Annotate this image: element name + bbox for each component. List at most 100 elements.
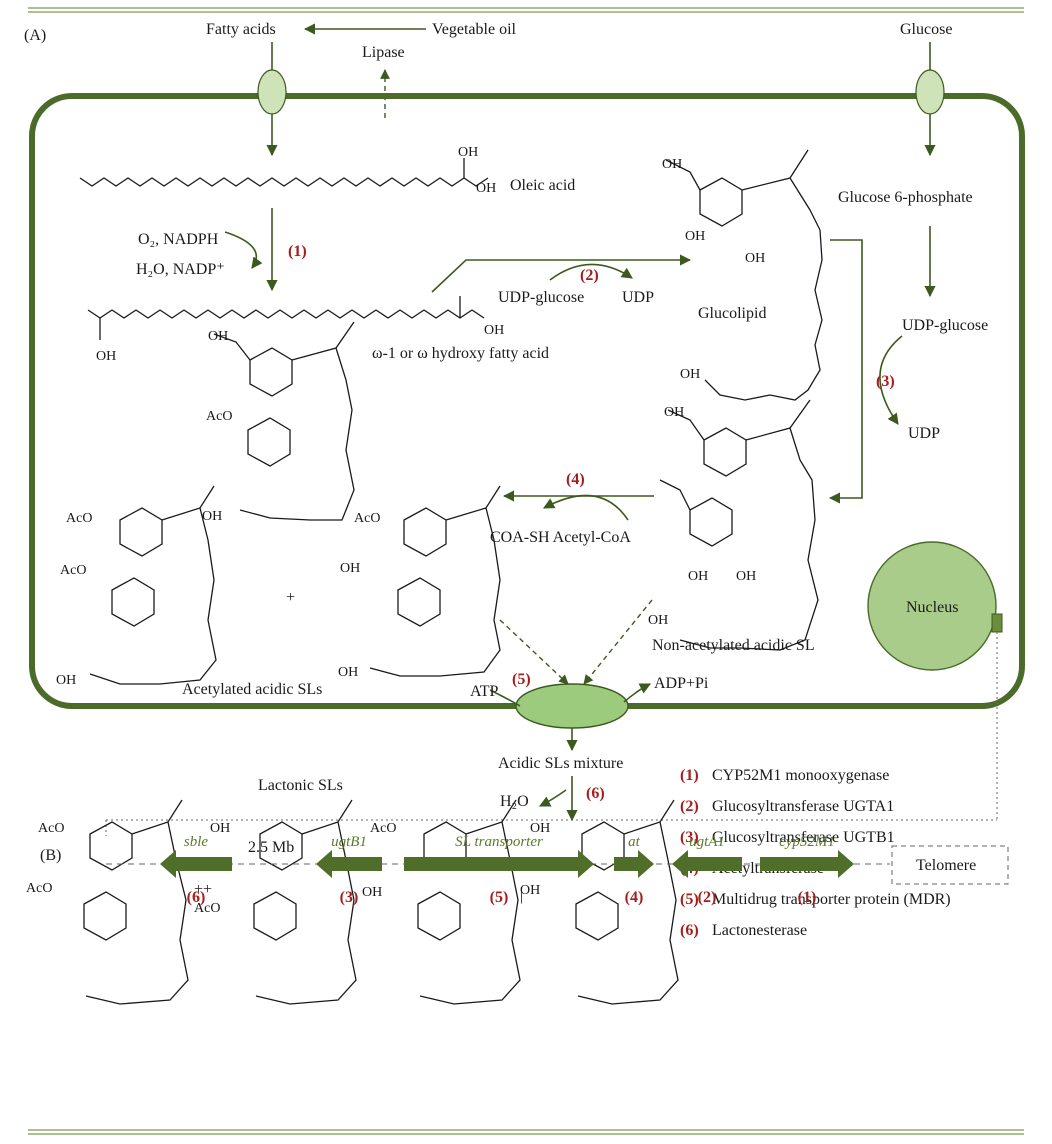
cofactors-out: H₂O, NADP⁺ bbox=[136, 261, 225, 278]
oleic-oh-label: OH bbox=[476, 181, 496, 196]
gene-name: at bbox=[628, 834, 641, 850]
lac2-ho: OH bbox=[210, 821, 230, 836]
plusplus-sign: ++ bbox=[194, 881, 212, 898]
acs-left-aco2: AcO bbox=[60, 563, 86, 578]
step4-number: (4) bbox=[566, 471, 585, 488]
step2-cofactor-arrow bbox=[549, 263, 633, 281]
adp-label: ADP+Pi bbox=[654, 675, 709, 692]
gene-step-number: (2) bbox=[698, 889, 717, 906]
acidic-mix-label: Acidic SLs mixture bbox=[498, 755, 623, 772]
telomere-label: Telomere bbox=[916, 857, 976, 874]
panel-a-label: (A) bbox=[24, 27, 46, 44]
adp-arrow bbox=[623, 683, 652, 703]
acs-left-aco1: AcO bbox=[66, 511, 92, 526]
glucolipid-ho: OH bbox=[662, 157, 682, 172]
udp-glucose-right: UDP-glucose bbox=[902, 317, 988, 334]
legend-number: (5) bbox=[680, 891, 699, 908]
gene-arrow bbox=[614, 850, 654, 878]
acetylated-sl-mid bbox=[369, 485, 501, 677]
nonacetylated-to-mdr bbox=[583, 599, 653, 685]
udp-glucose-mid: UDP-glucose bbox=[498, 289, 584, 306]
nasl-oh1: OH bbox=[688, 569, 708, 584]
glucolipid-structure bbox=[665, 149, 823, 401]
nucleus-label: Nucleus bbox=[906, 599, 958, 616]
gene-cluster: sble(6)ugtB1(3)SL transporter(5)at(4)ugt… bbox=[160, 834, 854, 906]
glucose-transporter bbox=[915, 69, 945, 115]
coa-label: COA-SH Acetyl-CoA bbox=[490, 529, 631, 546]
fatty-acids-label: Fatty acids bbox=[206, 21, 276, 38]
gene-name: sble bbox=[184, 834, 209, 850]
gene-arrow bbox=[160, 850, 232, 878]
legend-enzyme: Glucosyltransferase UGTA1 bbox=[712, 798, 894, 815]
step3-number: (3) bbox=[876, 373, 895, 390]
mdr-transporter bbox=[515, 683, 629, 729]
glucose6p-label: Glucose 6-phosphate bbox=[838, 189, 973, 206]
acs-mid-ho: OH bbox=[340, 561, 360, 576]
legend-number: (6) bbox=[680, 922, 699, 939]
hydroxy-fa-label: ω-1 or ω hydroxy fatty acid bbox=[372, 345, 549, 362]
non-acetylated-label: Non-acetylated acidic SL bbox=[652, 637, 815, 654]
gene-arrow bbox=[672, 850, 742, 878]
lactonic-label: Lactonic SLs bbox=[258, 777, 343, 794]
lac1-aco1: AcO bbox=[38, 821, 64, 836]
step6-number: (6) bbox=[586, 785, 605, 802]
gene-arrow bbox=[404, 850, 594, 878]
legend-enzyme: Glucosyltransferase UGTB1 bbox=[712, 829, 895, 846]
step1-cofactor-arrow bbox=[224, 231, 263, 269]
glucose-label: Glucose bbox=[900, 21, 952, 38]
acs-mid-aco: AcO bbox=[354, 511, 380, 526]
step4-cofactor-arrow bbox=[543, 494, 629, 521]
udp-right: UDP bbox=[908, 425, 940, 442]
panel-b-label: (B) bbox=[40, 847, 61, 864]
hydroxy-fa-chain bbox=[87, 309, 485, 319]
gene-name: ugtB1 bbox=[331, 834, 367, 850]
step2-arrow bbox=[431, 254, 692, 293]
acetylated-label: Acetylated acidic SLs bbox=[182, 681, 322, 698]
fatty-acid-transporter bbox=[257, 69, 287, 115]
vegetable-oil-label: Vegetable oil bbox=[432, 21, 517, 38]
gene-step-number: (1) bbox=[798, 889, 817, 906]
hfa-oh-label: OH bbox=[96, 349, 116, 364]
oleic-acid-label: Oleic acid bbox=[510, 177, 575, 194]
acetylated-sl-left bbox=[89, 485, 217, 685]
legend-number: (1) bbox=[680, 767, 699, 784]
cofactors-in: O₂, NADPH bbox=[138, 231, 219, 248]
atp-label: ATP bbox=[470, 683, 499, 700]
gene-step-number: (6) bbox=[187, 889, 206, 906]
acetylated-to-mdr bbox=[499, 619, 569, 685]
lipase-label: Lipase bbox=[362, 44, 405, 61]
atp-arrow bbox=[489, 689, 521, 707]
acs-left-cooh: OH bbox=[56, 673, 76, 688]
step5-number: (5) bbox=[512, 671, 531, 688]
bar-sign: | bbox=[520, 887, 523, 904]
step2-number: (2) bbox=[580, 267, 599, 284]
acs-top-aco: AcO bbox=[206, 409, 232, 424]
lac3-ho: OH bbox=[362, 885, 382, 900]
telomere-box bbox=[891, 845, 1009, 885]
glucolipid-label: Glucolipid bbox=[698, 305, 766, 322]
legend-number: (3) bbox=[680, 829, 699, 846]
acs-top-cooh: OH bbox=[202, 509, 222, 524]
gene-name: ugtA1 bbox=[689, 834, 725, 850]
nucleus bbox=[867, 541, 997, 671]
non-acetylated-sl-structure bbox=[659, 399, 819, 651]
plus-sign: + bbox=[286, 589, 295, 606]
nasl-ho: OH bbox=[664, 405, 684, 420]
gene-name: cyp52M1 bbox=[779, 834, 835, 850]
oleic-acid-chain bbox=[79, 177, 489, 187]
step1-number: (1) bbox=[288, 243, 307, 260]
legend-number: (2) bbox=[680, 798, 699, 815]
lac4-ho1: OH bbox=[530, 821, 550, 836]
acs-top-ho: OH bbox=[208, 329, 228, 344]
nasl-oh2: OH bbox=[736, 569, 756, 584]
enzyme-legend: (1)CYP52M1 monooxygenase(2)Glucosyltrans… bbox=[680, 767, 951, 939]
oleic-o-label: OH bbox=[458, 145, 478, 160]
gene-cluster-locus bbox=[991, 613, 1003, 633]
gene-arrow bbox=[316, 850, 382, 878]
step3-arrow bbox=[828, 239, 863, 504]
gene-name: SL transporter bbox=[455, 834, 543, 850]
step3-cofactor-arrow bbox=[879, 335, 903, 425]
acs-mid-cooh: OH bbox=[338, 665, 358, 680]
h2o-arrow bbox=[538, 789, 567, 807]
